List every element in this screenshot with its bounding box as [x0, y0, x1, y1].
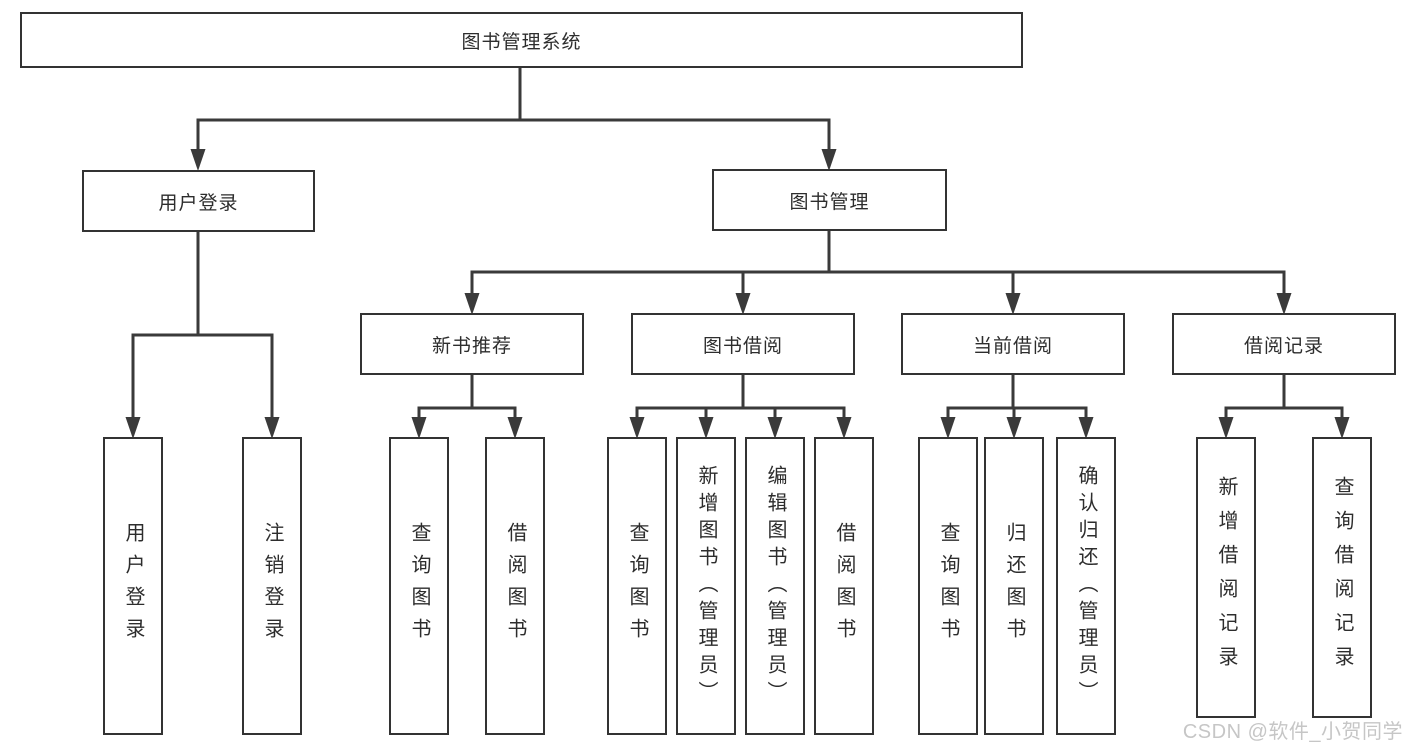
node-user-login-branch: 用户登录	[82, 170, 315, 232]
leaf-query-borrow-record-label: 查询借阅记录	[1331, 475, 1353, 680]
leaf-query-books-1-label: 查询图书	[408, 522, 430, 650]
leaf-query-borrow-record: 查询借阅记录	[1312, 437, 1372, 718]
node-book-management-label: 图书管理	[789, 191, 870, 213]
leaf-return-book-label: 归还图书	[1003, 522, 1025, 650]
leaf-query-books-3-label: 查询图书	[937, 522, 959, 650]
node-new-book-recommend: 新书推荐	[360, 313, 584, 375]
arrowhead-icons	[125, 149, 1350, 439]
node-book-borrowing: 图书借阅	[631, 313, 855, 375]
node-book-management: 图书管理	[712, 169, 947, 231]
leaf-borrow-books-1: 借阅图书	[485, 437, 545, 735]
node-current-borrowing-label: 当前借阅	[972, 335, 1053, 357]
node-book-borrowing-label: 图书借阅	[702, 335, 783, 357]
leaf-return-book: 归还图书	[984, 437, 1044, 735]
leaf-confirm-return-admin-label: 确认归还（管理员）	[1075, 464, 1097, 708]
leaf-edit-book-admin: 编辑图书（管理员）	[745, 437, 805, 735]
node-borrowing-records-label: 借阅记录	[1243, 335, 1324, 357]
leaf-borrow-books-2-label: 借阅图书	[833, 522, 855, 650]
node-user-login-branch-label: 用户登录	[158, 192, 239, 214]
leaf-add-borrow-record: 新增借阅记录	[1196, 437, 1256, 718]
leaf-query-books-2: 查询图书	[607, 437, 667, 735]
leaf-confirm-return-admin: 确认归还（管理员）	[1056, 437, 1116, 735]
csdn-watermark: CSDN @软件_小贺同学	[1182, 721, 1403, 743]
leaf-add-borrow-record-label: 新增借阅记录	[1215, 475, 1237, 680]
leaf-borrow-books-1-label: 借阅图书	[504, 522, 526, 650]
node-borrowing-records: 借阅记录	[1172, 313, 1396, 375]
leaf-logout: 注销登录	[242, 437, 302, 735]
leaf-query-books-2-label: 查询图书	[626, 522, 648, 650]
leaf-add-book-admin: 新增图书（管理员）	[676, 437, 736, 735]
leaf-borrow-books-2: 借阅图书	[814, 437, 874, 735]
node-current-borrowing: 当前借阅	[901, 313, 1125, 375]
node-library-system: 图书管理系统	[20, 12, 1023, 68]
leaf-query-books-1: 查询图书	[389, 437, 449, 735]
node-library-system-label: 图书管理系统	[461, 31, 582, 53]
leaf-logout-label: 注销登录	[261, 522, 283, 650]
leaf-query-books-3: 查询图书	[918, 437, 978, 735]
leaf-user-login-label: 用户登录	[122, 522, 144, 650]
leaf-add-book-admin-label: 新增图书（管理员）	[695, 464, 717, 708]
leaf-user-login: 用户登录	[103, 437, 163, 735]
node-new-book-recommend-label: 新书推荐	[431, 335, 512, 357]
leaf-edit-book-admin-label: 编辑图书（管理员）	[764, 464, 786, 708]
